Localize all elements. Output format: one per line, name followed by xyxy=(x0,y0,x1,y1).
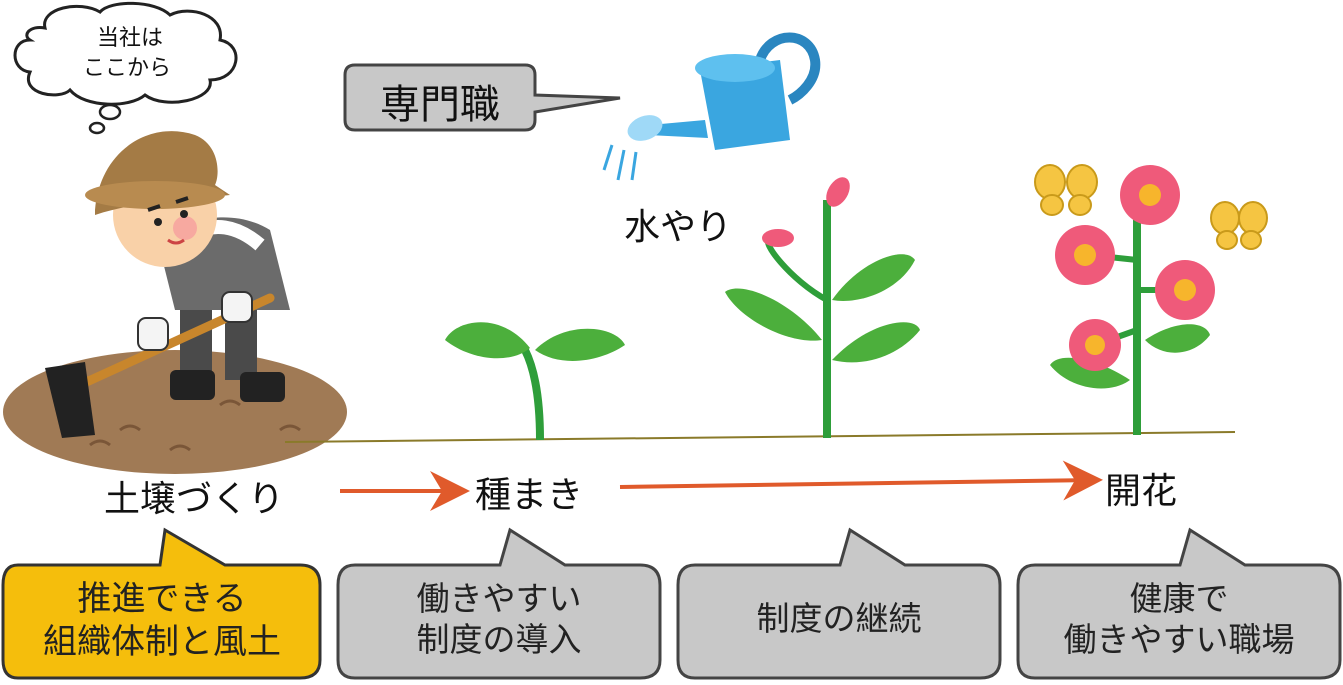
box-4-text: 健康で 働きやすい職場 xyxy=(1022,578,1336,661)
box-1-text: 推進できる 組織体制と風土 xyxy=(8,578,316,663)
specialist-label: 専門職 xyxy=(380,82,500,128)
box-3-text: 制度の継続 xyxy=(682,598,996,639)
stage-sowing-label: 種まき xyxy=(475,475,584,516)
box-2-shape xyxy=(336,527,662,680)
thought-bubble-line2: ここから xyxy=(83,56,172,81)
box-4-line1: 健康で xyxy=(1129,579,1229,618)
box-1-line1: 推進できる xyxy=(77,579,247,619)
sprout-illustration xyxy=(445,322,625,441)
thought-bubble xyxy=(13,1,238,135)
thought-bubble-line1: 当社は xyxy=(97,26,164,51)
box-2-line1: 働きやすい xyxy=(416,579,582,618)
stage-soil-label: 土壌づくり xyxy=(104,479,285,520)
farmer-illustration xyxy=(3,131,347,474)
box-4-line2: 働きやすい職場 xyxy=(1063,620,1295,660)
butterfly-icon xyxy=(1034,164,1098,216)
butterfly-icon xyxy=(1210,201,1268,250)
box-1-shape xyxy=(1,527,322,680)
watering-can-illustration xyxy=(602,32,821,181)
arrow-sowing-to-bloom xyxy=(619,460,1103,501)
box-3-line1: 制度の継続 xyxy=(756,599,922,638)
ground-line xyxy=(284,431,1236,443)
box-4-shape xyxy=(1016,527,1342,680)
box-2-line2: 制度の導入 xyxy=(416,620,582,660)
blooming-flower-illustration xyxy=(1034,164,1268,435)
specialist-callout xyxy=(343,63,621,132)
stage-bloom-label: 開花 xyxy=(1105,471,1178,512)
growing-plant-illustration xyxy=(725,177,920,438)
box-2-text: 働きやすい 制度の導入 xyxy=(342,578,656,661)
box-3-shape xyxy=(676,527,1002,680)
box-1-line2: 組織体制と風土 xyxy=(43,621,281,662)
watering-label: 水やり xyxy=(624,207,733,248)
